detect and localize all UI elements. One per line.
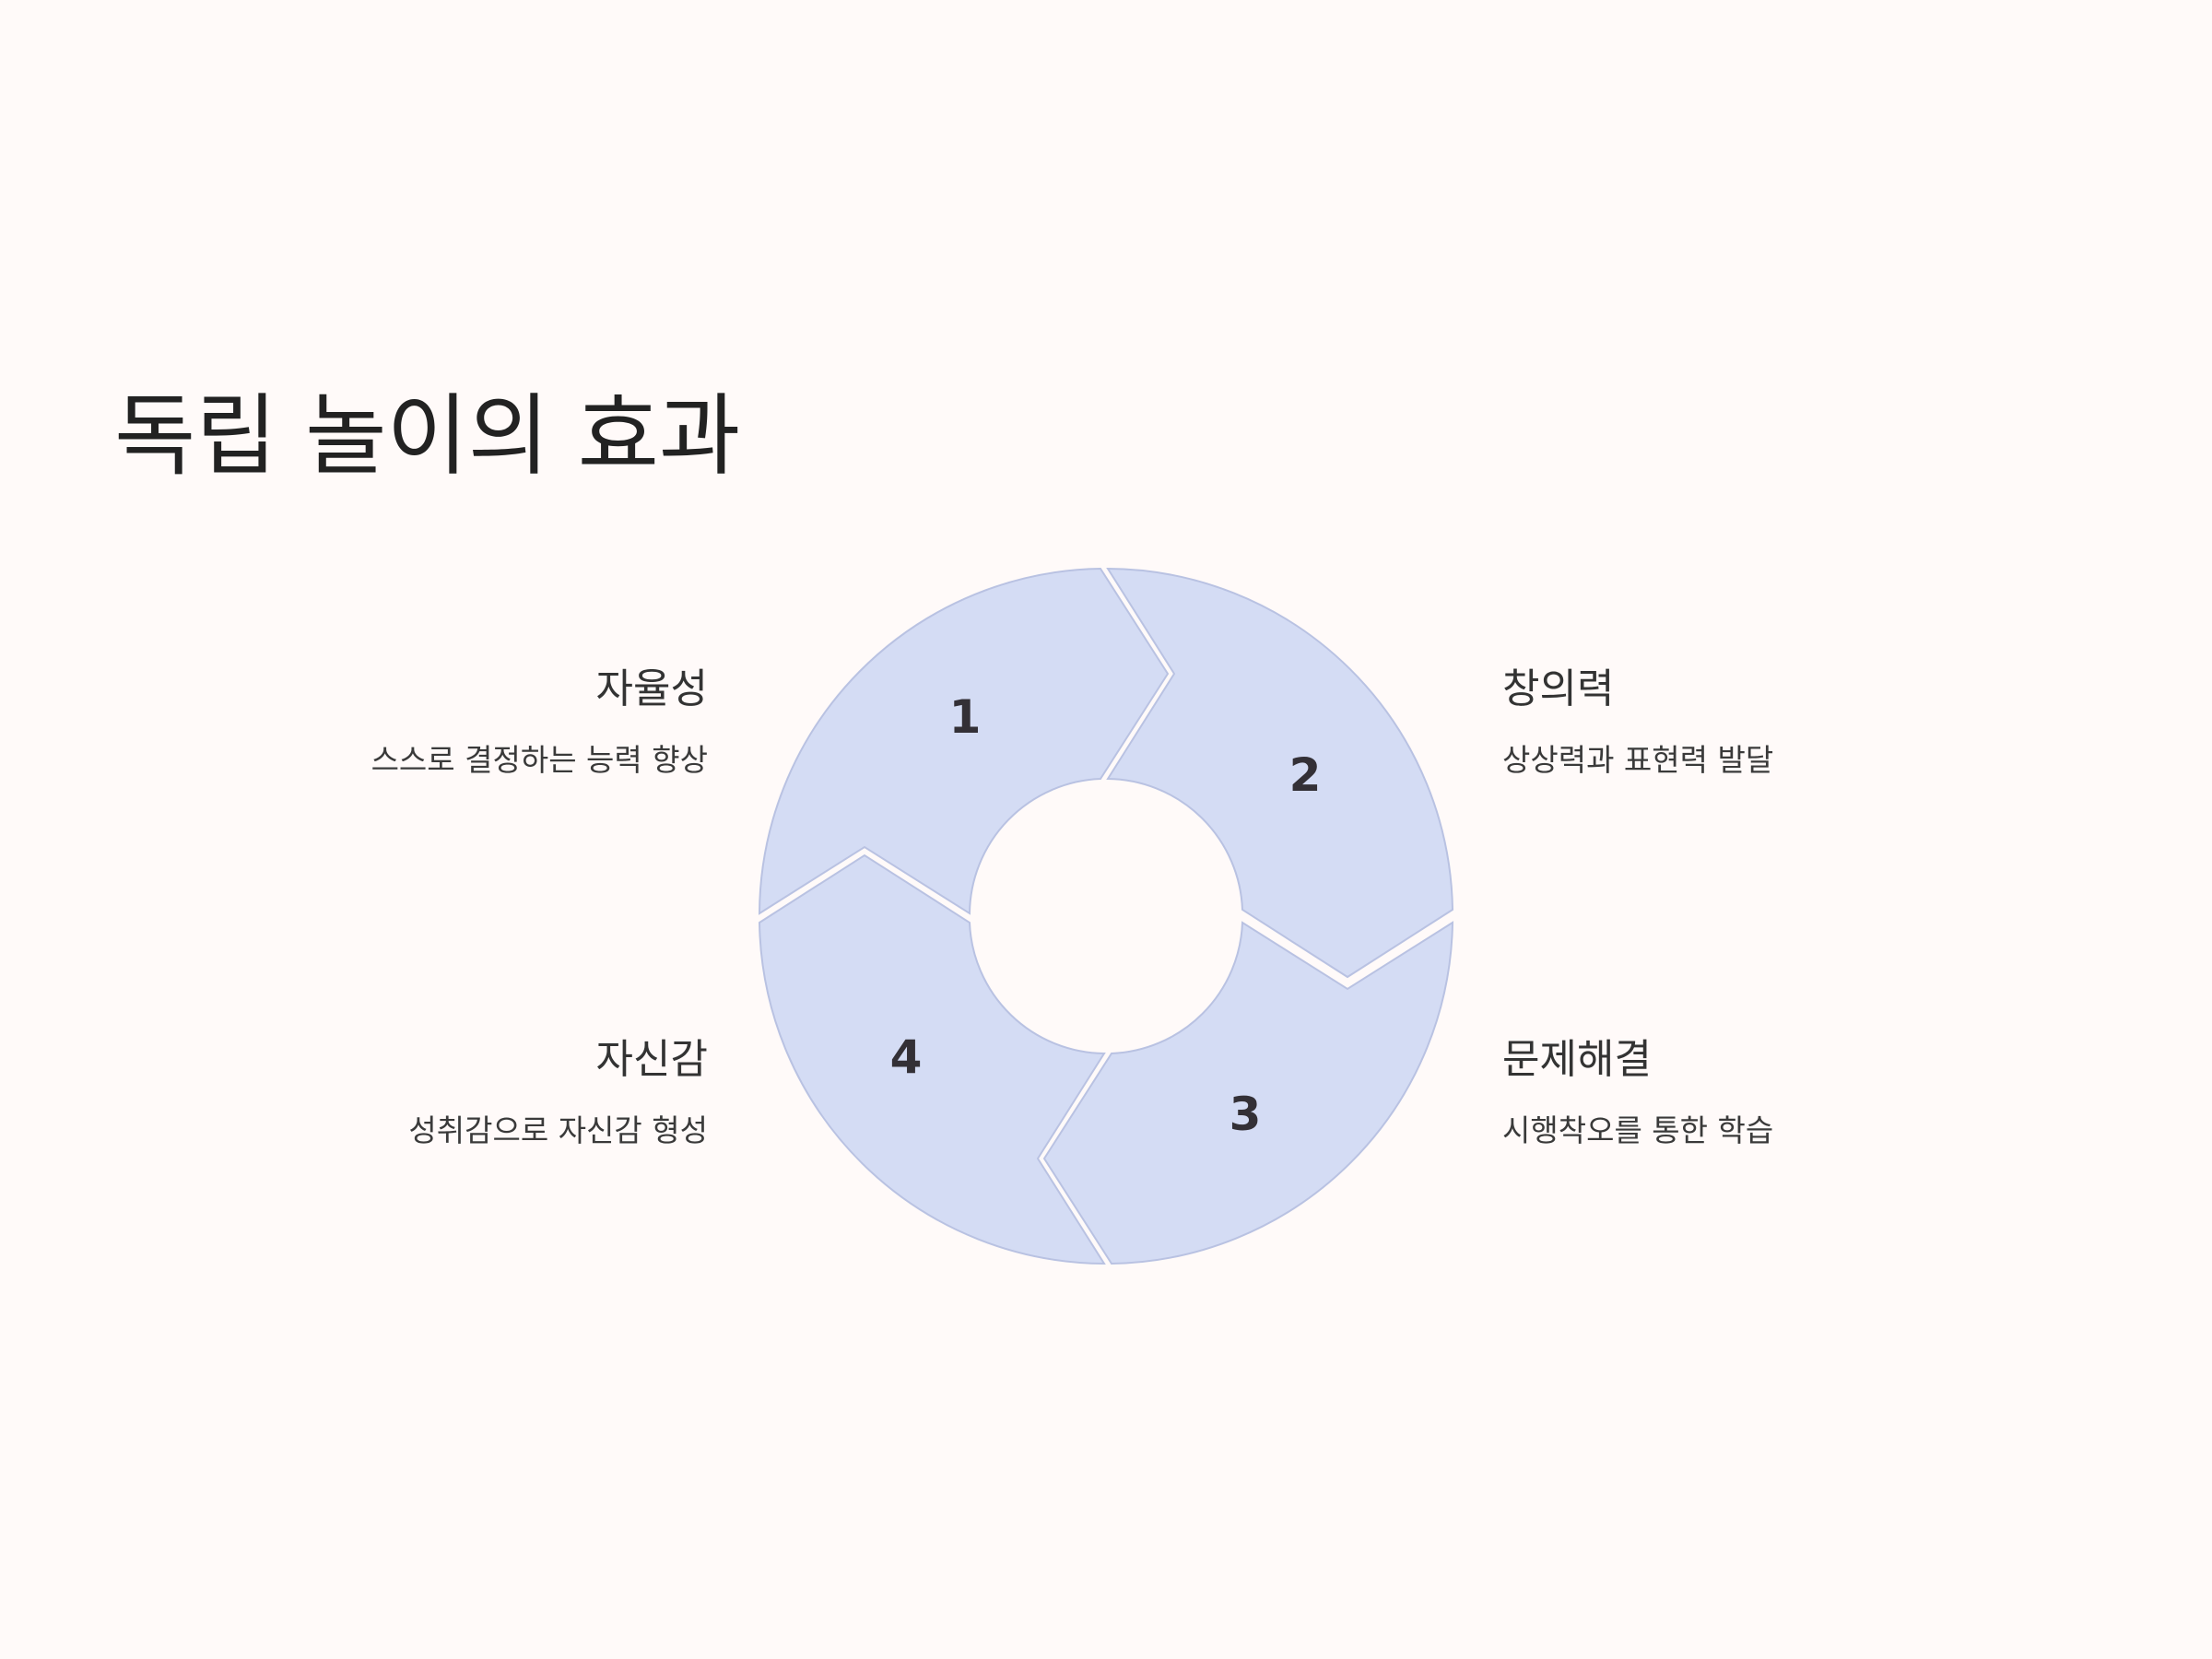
segment-1-number: 1: [949, 690, 982, 744]
segment-4-number: 4: [890, 1030, 923, 1084]
label-problem-solving-description: 시행착오를 통한 학습: [1502, 1112, 1774, 1148]
label-autonomy-title: 자율성: [595, 665, 708, 712]
label-creativity: 창의력 상상력과 표현력 발달: [1502, 665, 2018, 778]
label-autonomy-description: 스스로 결정하는 능력 향상: [371, 741, 708, 778]
label-creativity-description: 상상력과 표현력 발달: [1502, 741, 1774, 778]
segment-3-number: 3: [1230, 1088, 1262, 1141]
label-problem-solving-title: 문제해결: [1502, 1036, 1652, 1083]
segment-2-number: 2: [1289, 748, 1322, 802]
segment-4-shape: [758, 853, 1106, 1265]
segment-1-shape: [758, 567, 1170, 915]
label-creativity-title: 창의력: [1502, 665, 1615, 712]
label-problem-solving: 문제해결 시행착오를 통한 학습: [1502, 1036, 2018, 1148]
segment-3-shape: [1042, 921, 1454, 1265]
page-title: 독립 놀이의 효과: [114, 384, 741, 488]
label-confidence-description: 성취감으로 자신감 형성: [408, 1112, 708, 1148]
label-autonomy: 자율성 스스로 결정하는 능력 향상: [192, 665, 708, 778]
label-confidence: 자신감 성취감으로 자신감 형성: [192, 1036, 708, 1148]
segment-2-shape: [1106, 567, 1454, 979]
label-confidence-title: 자신감: [595, 1036, 708, 1083]
